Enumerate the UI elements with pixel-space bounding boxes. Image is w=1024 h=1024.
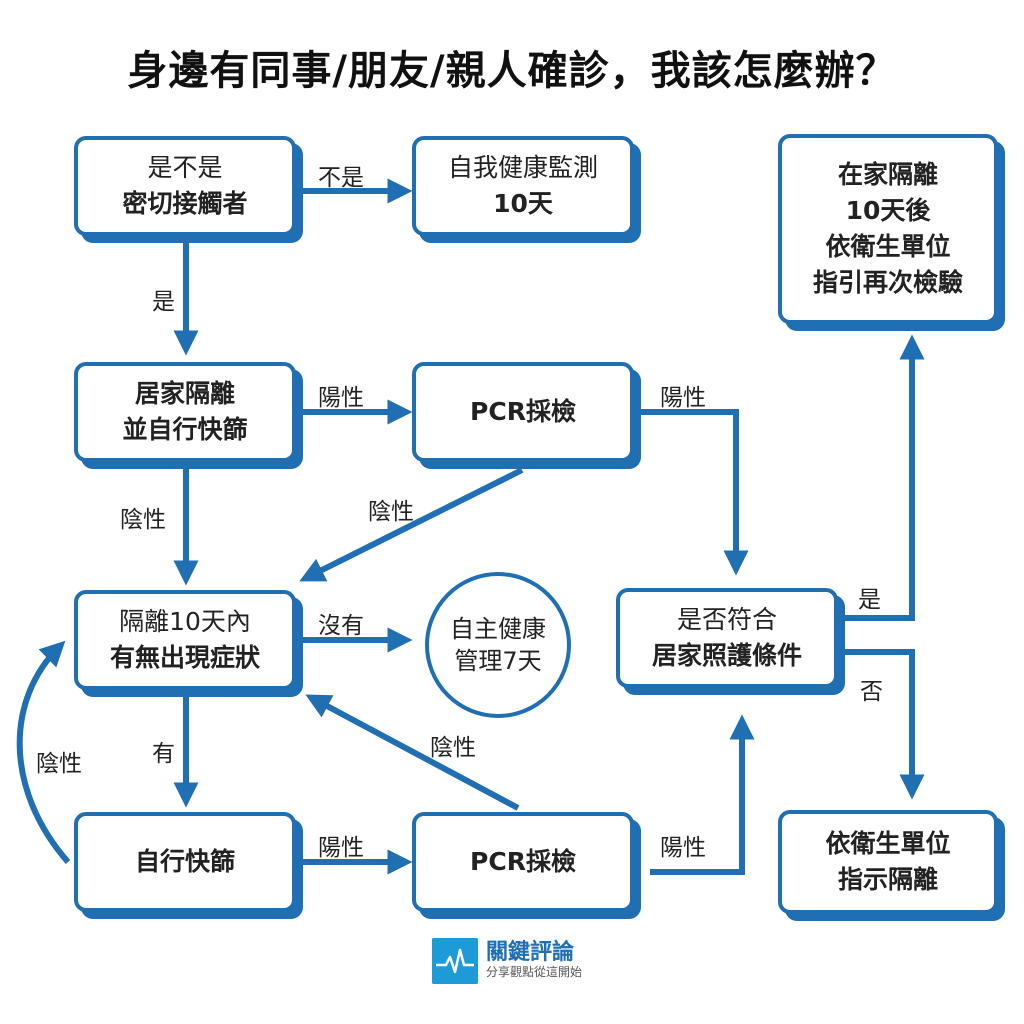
edge-label-no-symptoms: 沒有 <box>318 613 364 639</box>
edge-label-has-symptoms: 有 <box>152 741 175 767</box>
node-health-unit-isolation: 依衛生單位 指示隔離 <box>778 810 998 914</box>
node-self-rapid-test: 自行快篩 <box>74 812 296 912</box>
edge-label-is-contact: 是 <box>152 289 175 315</box>
arrow-pcr-top-positive <box>636 409 749 576</box>
node-pcr-top: PCR採檢 <box>412 362 634 462</box>
edge-label-not-contact: 不是 <box>318 165 364 191</box>
node-symptom-question: 隔離10天內 有無出現症狀 <box>74 590 296 690</box>
node-self-monitor: 自我健康監測 10天 <box>412 136 634 236</box>
arrow-pcr-top-negative <box>299 467 524 582</box>
edge-label-positive-to-pcr-top: 陽性 <box>318 385 364 411</box>
node-home-care-question: 是否符合 居家照護條件 <box>616 588 838 688</box>
node-close-contact-question: 是不是 密切接觸者 <box>74 136 296 236</box>
arrow-pcr-bottom-negative <box>305 694 520 811</box>
node-home-quarantine: 居家隔離 並自行快篩 <box>74 362 296 462</box>
pulse-logo-icon <box>432 938 478 984</box>
edge-label-pcr-top-positive: 陽性 <box>660 385 706 411</box>
node-self-health-management: 自主健康 管理7天 <box>425 572 571 718</box>
edge-label-care-no: 否 <box>860 679 883 705</box>
page-title: 身邊有同事/朋友/親人確診，我該怎麼辦？ <box>127 48 897 94</box>
edge-label-home-negative: 陰性 <box>120 507 166 533</box>
arrow-care-yes <box>842 334 925 621</box>
logo-slogan: 分享觀點從這開始 <box>486 965 583 980</box>
edge-label-care-yes: 是 <box>858 587 881 613</box>
arrow-pcr-bottom-positive <box>650 714 755 875</box>
node-home-isolation-retest: 在家隔離 10天後 依衛生單位 指引再次檢驗 <box>778 134 998 324</box>
arrow-care-no <box>842 649 925 800</box>
arrow-rapid-negative-loop <box>16 640 71 864</box>
logo-name: 關鍵評論 <box>486 940 575 966</box>
edge-label-pcr-bottom-negative: 陰性 <box>430 735 476 761</box>
edge-label-rapid-negative: 陰性 <box>36 751 82 777</box>
edge-label-pcr-bottom-positive: 陽性 <box>660 835 706 861</box>
edge-label-pcr-top-negative: 陰性 <box>368 499 414 525</box>
node-pcr-bottom: PCR採檢 <box>412 812 634 912</box>
edge-label-rapid-positive: 陽性 <box>318 835 364 861</box>
brand-logo: 關鍵評論 分享觀點從這開始 <box>432 938 582 984</box>
